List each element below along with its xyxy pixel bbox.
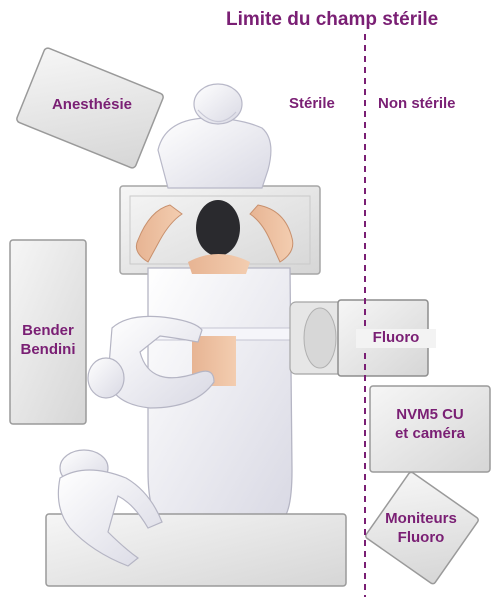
nvm5-label-line1: NVM5 CU [370,406,490,425]
monitors-label-line2: Fluoro [366,529,476,548]
bender-bendini-label: Bender Bendini [10,322,86,360]
sterile-boundary-title: Limite du champ stérile [226,8,438,32]
anesthetist-figure [158,84,271,188]
nvm5-label: NVM5 CU et caméra [370,406,490,444]
monitors-label-line1: Moniteurs [366,510,476,529]
fluoro-monitors-label: Moniteurs Fluoro [366,510,476,548]
zone-sterile-label: Stérile [289,95,335,114]
zone-non-sterile-label: Non stérile [378,95,456,114]
anesthesia-label: Anesthésie [36,96,148,115]
nvm5-label-line2: et caméra [370,425,490,444]
bender-label-line1: Bender [10,322,86,341]
fluoro-label: Fluoro [356,329,436,348]
bender-label-line2: Bendini [10,341,86,360]
